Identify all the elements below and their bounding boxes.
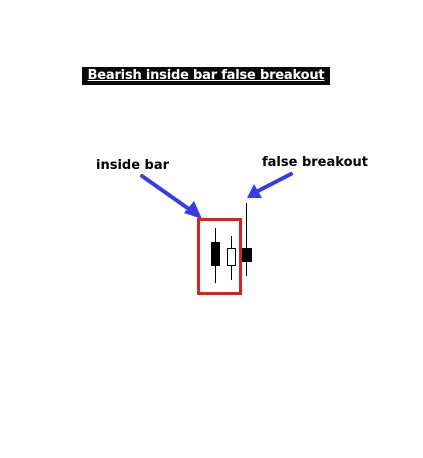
breakout-bar-body	[242, 248, 252, 262]
inside-bar-arrow	[140, 174, 198, 216]
false-breakout-arrowhead	[247, 184, 262, 198]
diagram-title: Bearish inside bar false breakout	[87, 68, 325, 83]
inside-bar-label: inside bar	[96, 158, 170, 173]
false-breakout-label: false breakout	[262, 155, 368, 170]
inside-bar-arrowhead	[184, 201, 202, 219]
mother-bar-body	[211, 242, 220, 266]
false-breakout-arrow	[254, 172, 293, 194]
inside-bar-body	[227, 248, 236, 266]
breakout-bar-candle	[242, 203, 252, 276]
mother-bar-candle	[211, 228, 220, 283]
inside-bar-highlight-box	[197, 218, 242, 295]
inside-bar-candle	[227, 236, 236, 280]
title-banner: Bearish inside bar false breakout	[82, 67, 330, 85]
